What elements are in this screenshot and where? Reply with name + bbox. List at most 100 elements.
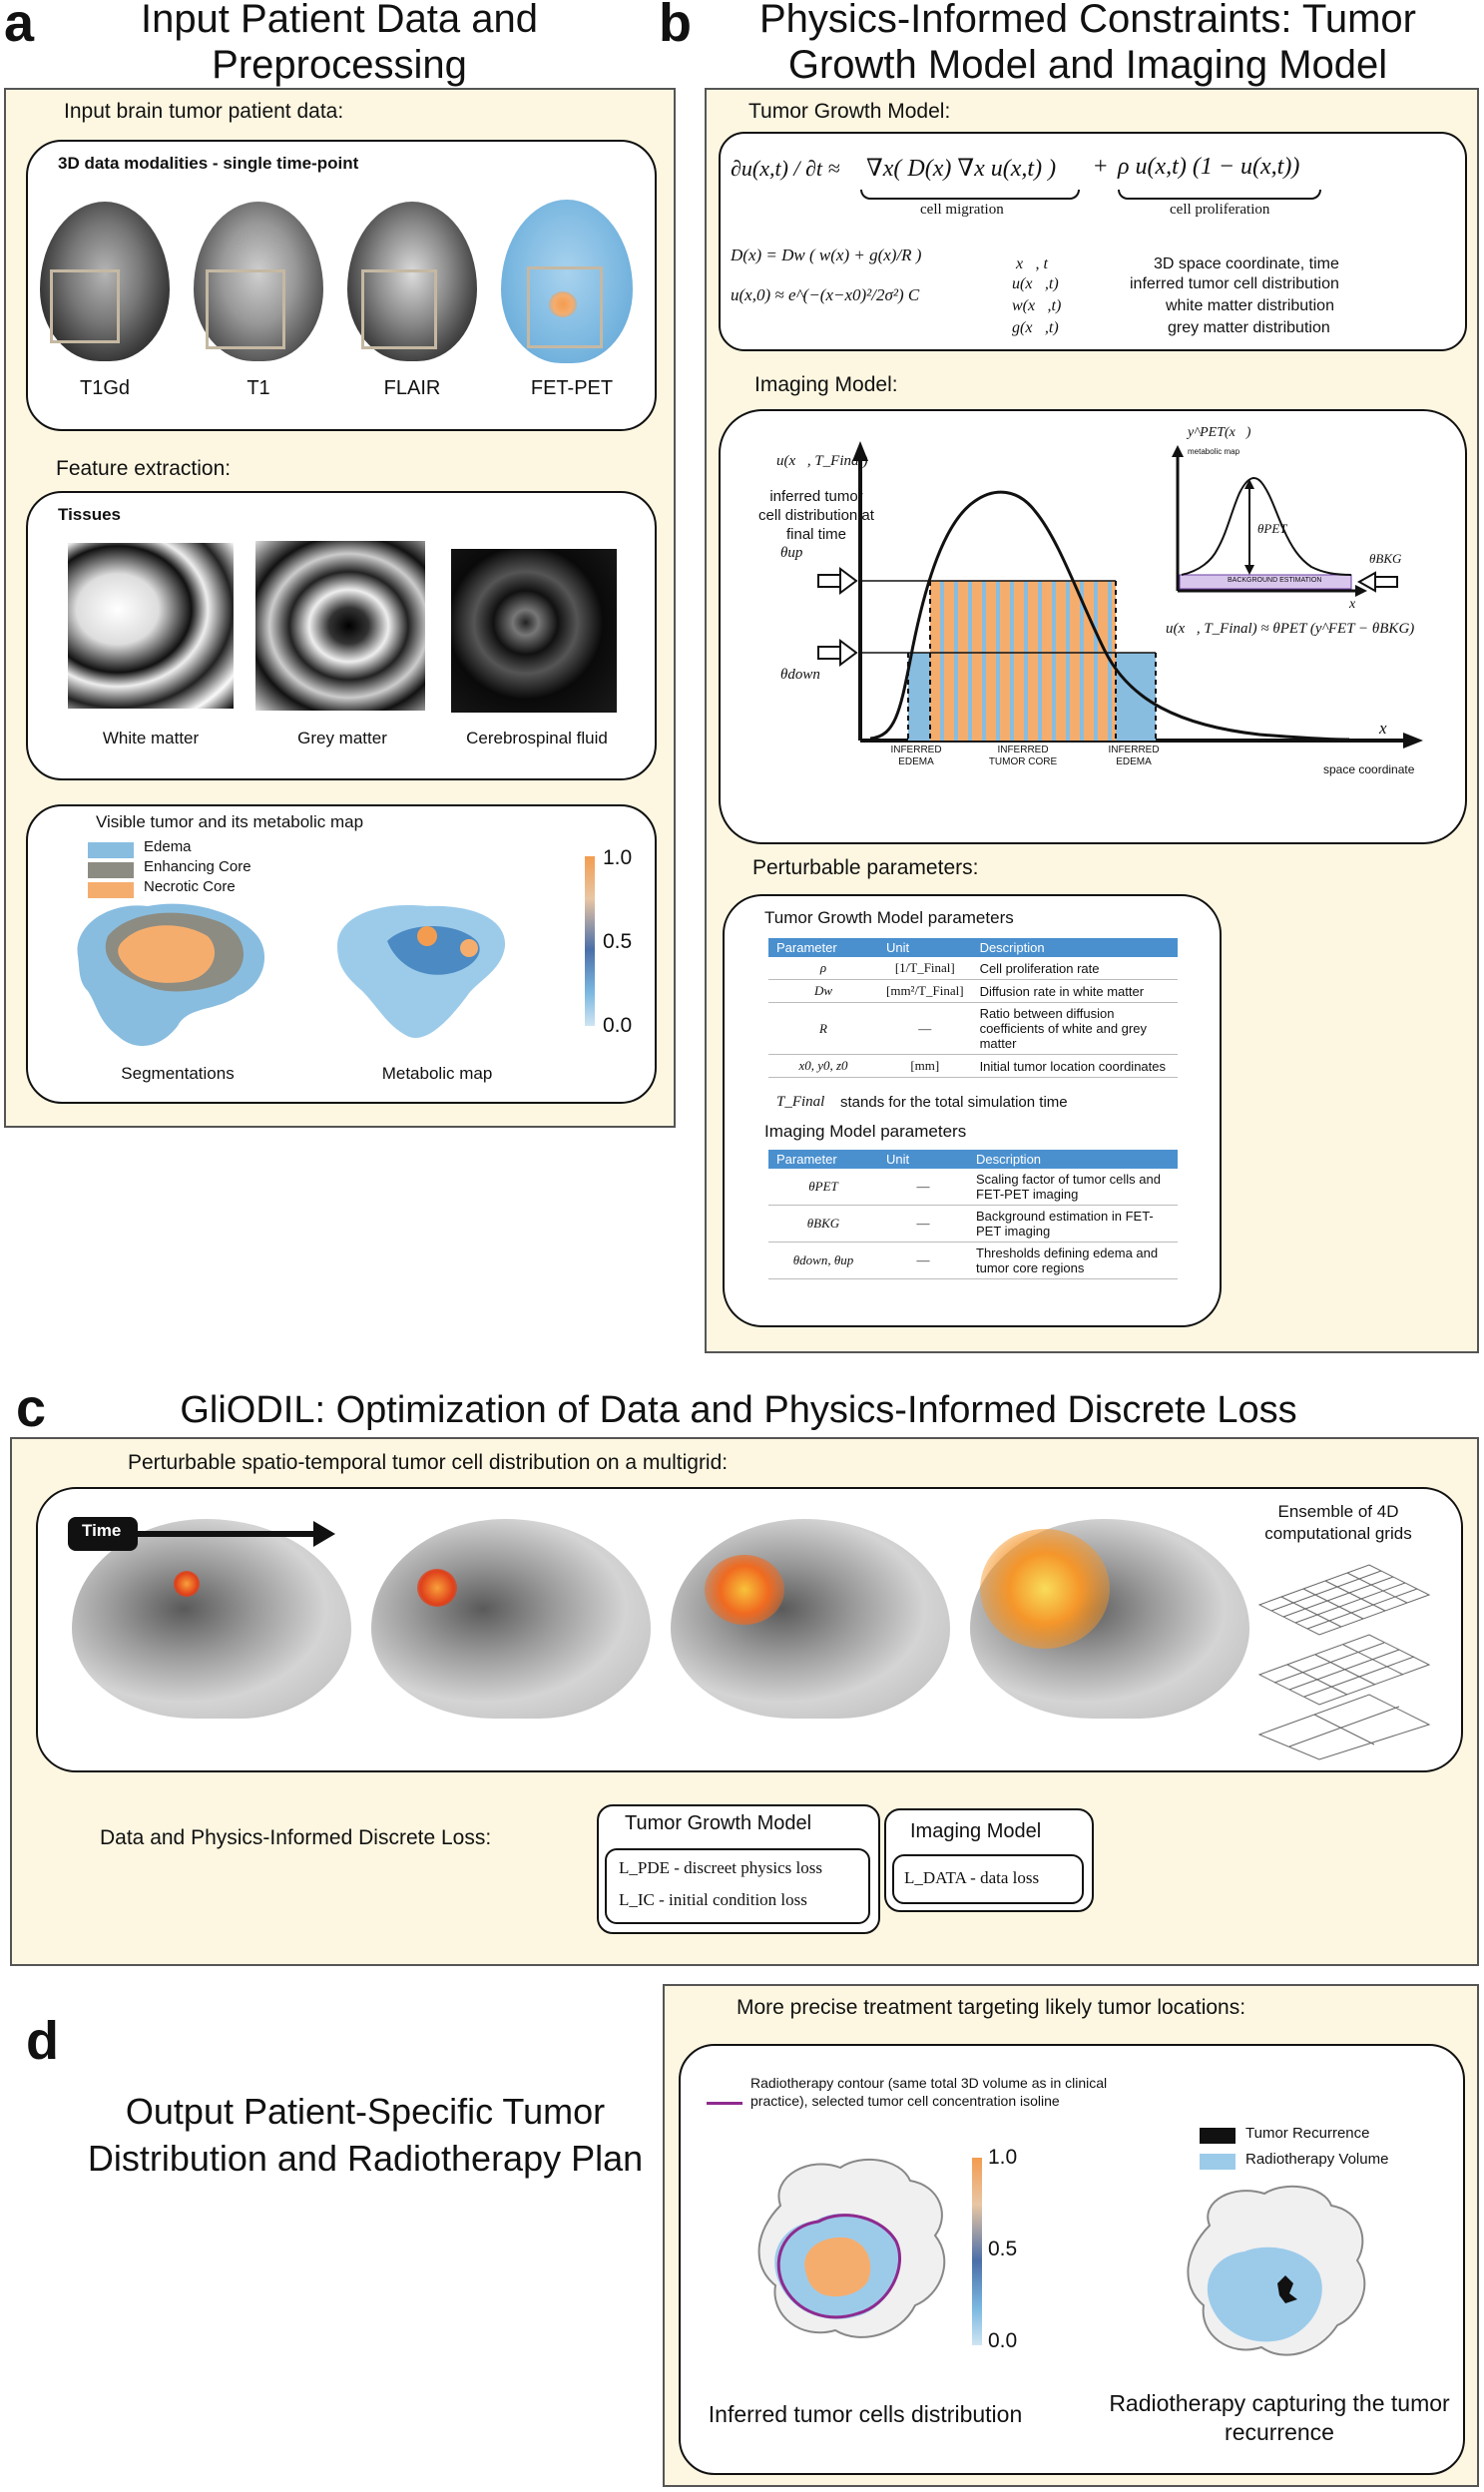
x-axis-symbol: x⃗ — [1379, 719, 1400, 738]
grid-layer-2 — [1257, 1634, 1431, 1706]
inferred-distribution-map — [757, 2158, 946, 2338]
treatment-colorbar-top: 1.0 — [988, 2146, 1018, 2169]
white-matter-image — [68, 543, 234, 709]
panel-d-frame: More precise treatment targeting likely … — [663, 1984, 1479, 2487]
param-unit: — — [878, 1169, 968, 1206]
time-badge — [68, 1517, 138, 1551]
eq-migration: ∇x( D(x) ∇x u(x,t) ) — [866, 156, 1057, 182]
legend-enhancing-swatch — [88, 862, 134, 878]
inset-theta-pet-arrow-top — [1244, 479, 1254, 489]
legend-recurrence-label: Tumor Recurrence — [1245, 2125, 1370, 2142]
time-label: Time — [82, 1521, 122, 1540]
table-row: Dw [mm²/T_Final] Diffusion rate in white… — [768, 979, 1178, 1003]
theta-up-label: θup — [780, 545, 803, 561]
metabolic-mid — [387, 926, 480, 975]
legend-necrotic-label: Necrotic Core — [144, 878, 236, 895]
imaging-heading: Imaging Model: — [754, 373, 898, 396]
loss-ic: L_IC - initial condition loss — [619, 1890, 807, 1909]
brain-render-2 — [371, 1519, 651, 1719]
tissue-label-white: White matter — [102, 729, 200, 748]
region-label-edema-right: INFERRED EDEMA — [1108, 745, 1160, 767]
param-symbol: Dw — [768, 979, 878, 1003]
symbol-desc-u: inferred tumor cell distribution — [1130, 275, 1339, 292]
modality-label-fet-pet: FET-PET — [530, 377, 614, 399]
param-desc: Scaling factor of tumor cells and FET-PE… — [968, 1169, 1178, 1206]
tissues-box: Tissues White matter Grey matter Cerebro… — [26, 491, 657, 780]
tumor-distribution-left — [804, 2237, 871, 2297]
inset-theta-pet-label: θPET — [1257, 521, 1287, 536]
visible-title: Visible tumor and its metabolic map — [96, 812, 364, 831]
tumor-blob-3 — [705, 1555, 784, 1625]
modalities-title: 3D data modalities - single time-point — [58, 154, 359, 173]
symbol-w: w(x⃗,t) — [1012, 297, 1062, 314]
panel-a-title: Input Patient Data and Preprocessing — [140, 0, 539, 87]
x-axis-arrow — [1403, 733, 1423, 748]
growth-model-title: Tumor Growth Model — [625, 1812, 812, 1834]
recurrence-map — [1187, 2185, 1366, 2356]
metabolic-hotspot-2 — [460, 939, 478, 957]
colorbar-tick-bottom: 0.0 — [603, 1014, 633, 1037]
panel-c-title: GliODIL: Optimization of Data and Physic… — [180, 1389, 1297, 1431]
inset-metabolic-label: metabolic map — [1188, 447, 1240, 456]
symbol-x-t: x⃗, t — [1016, 255, 1048, 272]
legend-enhancing-label: Enhancing Core — [144, 858, 251, 875]
param-desc: Background estimation in FET-PET imaging — [968, 1205, 1178, 1243]
theta-down-label: θdown — [780, 667, 820, 683]
param-unit: — — [878, 1002, 972, 1055]
panel-b-title: Physics-Informed Constraints: Tumor Grow… — [759, 0, 1416, 87]
growth-col-description: Description — [971, 938, 1178, 957]
tumor-blob-4 — [980, 1529, 1110, 1649]
panel-d-title: Output Patient-Specific Tumor Distributi… — [87, 2091, 644, 2179]
table-row: θPET — Scaling factor of tumor cells and… — [768, 1169, 1178, 1206]
imaging-params-heading: Imaging Model parameters — [764, 1122, 967, 1141]
contour-legend-line — [707, 2102, 742, 2105]
loss-data: L_DATA - data loss — [904, 1868, 1040, 1887]
param-symbol: θdown, θup — [768, 1242, 878, 1279]
metabolic-caption: Metabolic map — [381, 1064, 493, 1083]
grid-layer-3 — [1257, 1694, 1431, 1760]
left-caption: Inferred tumor cells distribution — [708, 2401, 1023, 2427]
treatment-box: Radiotherapy contour (same total 3D volu… — [679, 2044, 1465, 2475]
eq-plus: + — [1094, 154, 1108, 180]
time-arrow-line — [128, 1531, 317, 1537]
grid-stack — [1257, 1564, 1431, 1760]
migration-brace — [860, 190, 1080, 200]
x-axis-label: space coordinate — [1323, 762, 1415, 776]
metabolic-map — [337, 905, 506, 1038]
modality-label-t1: T1 — [247, 377, 270, 399]
panel-b-frame: Tumor Growth Model: ∂u(x,t) / ∂t ≈ ∇x( D… — [705, 88, 1479, 1353]
tissue-label-csf: Cerebrospinal fluid — [466, 729, 608, 748]
perturbable-heading: Perturbable parameters: — [752, 856, 979, 879]
legend-volume-label: Radiotherapy Volume — [1245, 2151, 1389, 2168]
segmentation-necrotic — [118, 925, 216, 983]
imaging-equation: u(x⃗, T_Final) ≈ θPET (y^FET − θBKG) — [1166, 621, 1415, 637]
param-symbol: R — [768, 1002, 878, 1055]
param-unit: — — [878, 1242, 968, 1279]
inset-x-arrow — [1355, 585, 1367, 597]
radiotherapy-contour — [776, 2214, 902, 2319]
table-row: θdown, θup — Thresholds defining edema a… — [768, 1242, 1178, 1279]
tumor-blob-1 — [174, 1571, 200, 1597]
inset-x-label: x⃗ — [1349, 597, 1367, 612]
imaging-curve-plot — [817, 441, 1423, 748]
treatment-colorbar — [972, 2158, 982, 2345]
param-unit: [mm²/T_Final] — [878, 979, 972, 1003]
imaging-model-title: Imaging Model — [910, 1820, 1042, 1842]
symbol-desc-x-t: 3D space coordinate, time — [1154, 255, 1339, 272]
grid-layer-1 — [1257, 1564, 1431, 1636]
recurrence-swatch — [1200, 2128, 1236, 2144]
legend-necrotic-swatch — [88, 882, 134, 898]
param-symbol: x0, y0, z0 — [768, 1054, 878, 1078]
imaging-params-table: Parameter Unit Description θPET — Scalin… — [768, 1150, 1178, 1279]
imaging-model-box: u(x⃗, T_Final) inferred tumor cell distr… — [719, 409, 1467, 844]
visible-tumor-box: Visible tumor and its metabolic map Edem… — [26, 804, 657, 1104]
growth-params-table: Parameter Unit Description ρ [1/T_Final]… — [768, 938, 1178, 1078]
time-arrow-head — [313, 1521, 335, 1547]
treatment-colorbar-mid: 0.5 — [988, 2238, 1018, 2260]
eq-d: D(x) = Dw ( w(x) + g(x)/R ) — [731, 246, 922, 264]
region-label-edema-left: INFERRED EDEMA — [890, 745, 942, 767]
legend-edema-label: Edema — [144, 838, 192, 855]
symbol-desc-g: grey matter distribution — [1168, 319, 1330, 336]
inset-theta-pet-arrow-bottom — [1244, 565, 1254, 575]
fet-pet-roi — [527, 266, 603, 348]
